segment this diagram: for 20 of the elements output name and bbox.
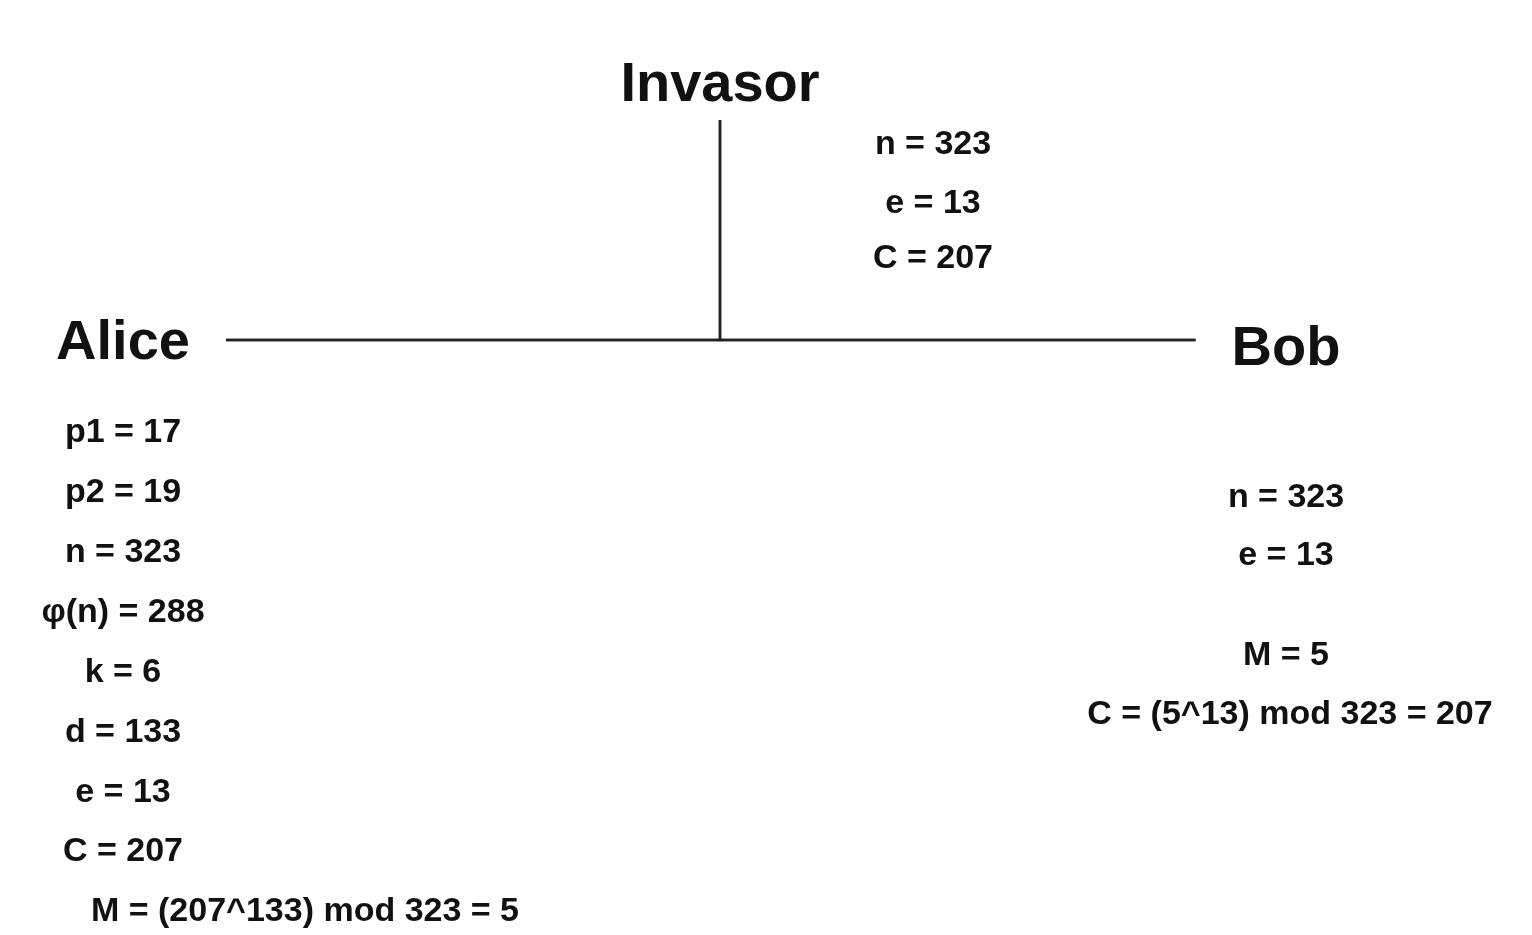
value-label: C = 207 [873, 239, 993, 273]
value-label: k = 6 [84, 653, 162, 687]
value-label: C = 207 [63, 832, 183, 866]
value-label: n = 323 [64, 533, 182, 567]
value-label: e = 13 [1238, 536, 1334, 570]
value-label: e = 13 [885, 184, 981, 218]
value-label: C = (5^13) mod 323 = 207 [1087, 695, 1493, 729]
party-label: Alice [56, 312, 190, 368]
value-label: p1 = 17 [64, 413, 182, 447]
value-label: n = 323 [874, 125, 992, 159]
party-label: Invasor [620, 54, 820, 110]
value-label: p2 = 19 [64, 473, 182, 507]
value-label: M = 5 [1243, 636, 1329, 670]
party-label: Bob [1231, 318, 1341, 374]
value-label: M = (207^133) mod 323 = 5 [90, 892, 520, 926]
value-label: n = 323 [1227, 478, 1345, 512]
connector-line [718, 120, 1196, 342]
value-label: d = 133 [64, 713, 182, 747]
value-label: e = 13 [75, 773, 171, 807]
value-label: φ(n) = 288 [41, 593, 205, 627]
